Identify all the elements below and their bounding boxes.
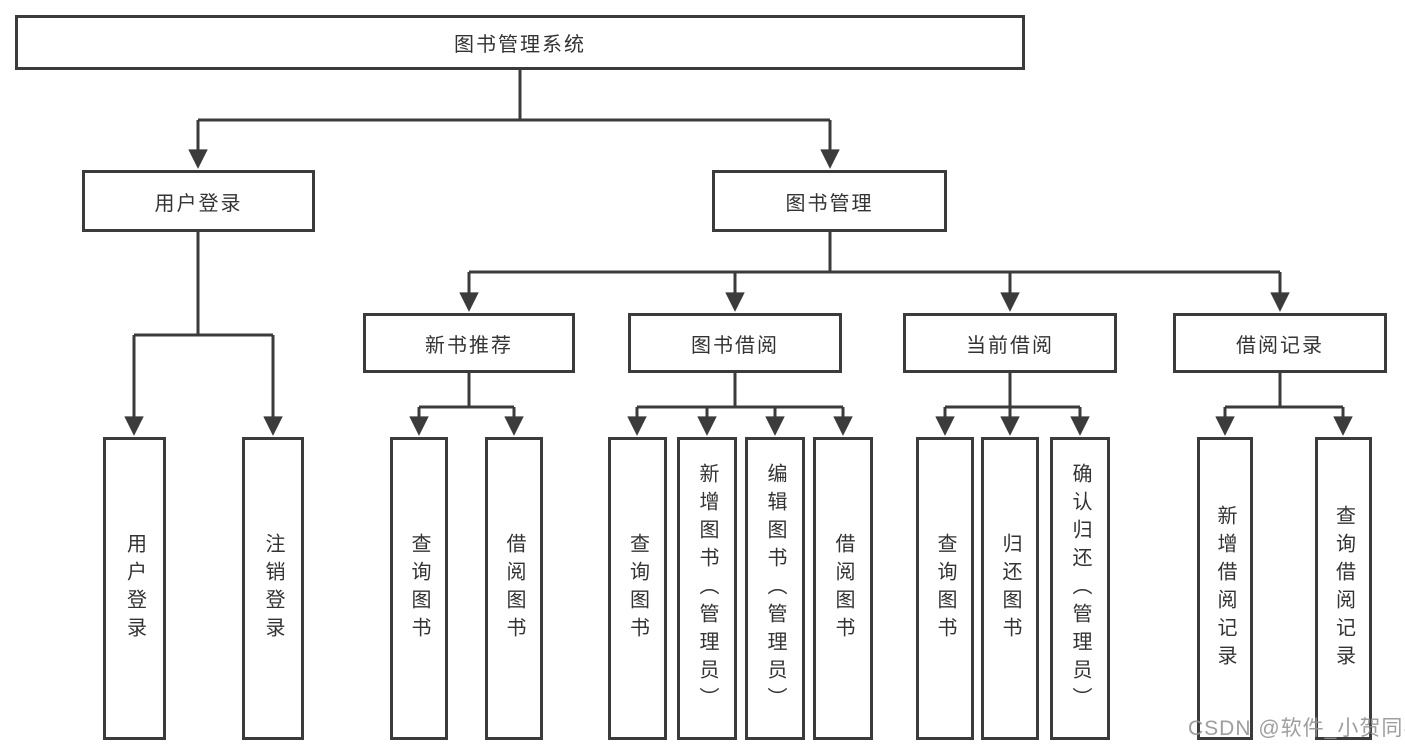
node-borrowing-records: 借阅记录 xyxy=(1173,313,1387,373)
node-label: 用户登录 xyxy=(154,192,243,215)
node-label: 注销登录 xyxy=(262,532,284,645)
node-label: 图书管理 xyxy=(785,192,874,215)
node-current-borrowing: 当前借阅 xyxy=(903,313,1117,373)
connector-user-login-trunk xyxy=(134,232,273,337)
leaf-borrow-books-borrowing: 借阅图书 xyxy=(813,437,873,740)
node-label: 图书管理系统 xyxy=(454,34,586,56)
connector-book-borrow-trunk xyxy=(637,372,843,409)
leaf-query-books-borrowing: 查询图书 xyxy=(608,437,667,740)
node-label: 新增借阅记录 xyxy=(1214,504,1236,673)
leaf-confirm-return-admin: 确认归还（管理员） xyxy=(1050,437,1110,740)
leaf-borrow-books-recommendation: 借阅图书 xyxy=(485,437,543,740)
node-label: 查询图书 xyxy=(408,532,430,645)
leaf-user-login: 用户登录 xyxy=(103,437,166,740)
leaf-add-books-admin: 新增图书（管理员） xyxy=(677,437,737,740)
node-label: 确认归还（管理员） xyxy=(1069,462,1091,715)
node-new-book-recommendation: 新书推荐 xyxy=(363,313,575,373)
leaf-add-borrowing-record: 新增借阅记录 xyxy=(1197,437,1253,740)
node-book-management: 图书管理 xyxy=(712,170,947,232)
node-label: 查询图书 xyxy=(626,532,649,645)
node-label: 编辑图书（管理员） xyxy=(764,462,786,715)
node-label: 新书推荐 xyxy=(425,334,513,357)
connector-book-mgmt-trunk xyxy=(469,232,1280,274)
leaf-query-books-recommendation: 查询图书 xyxy=(390,437,448,740)
leaf-query-borrowing-record: 查询借阅记录 xyxy=(1315,437,1372,740)
node-label: 借阅记录 xyxy=(1236,334,1324,357)
node-label: 查询借阅记录 xyxy=(1332,504,1355,673)
node-label: 用户登录 xyxy=(123,532,146,645)
leaf-query-books-current: 查询图书 xyxy=(916,437,974,740)
node-library-management-system: 图书管理系统 xyxy=(15,15,1025,70)
connector-root-trunk xyxy=(198,70,830,122)
leaf-logout: 注销登录 xyxy=(242,437,304,740)
node-book-borrowing: 图书借阅 xyxy=(628,313,842,373)
node-label: 新增图书（管理员） xyxy=(696,462,718,715)
connector-new-book-trunk xyxy=(419,372,514,409)
leaf-return-books: 归还图书 xyxy=(981,437,1039,740)
node-user-login: 用户登录 xyxy=(82,170,315,232)
connector-current-borrow-trunk xyxy=(945,372,1080,409)
csdn-watermark: CSDN @软件_小贺同学 xyxy=(1188,717,1405,740)
node-label: 借阅图书 xyxy=(503,532,525,645)
leaf-edit-books-admin: 编辑图书（管理员） xyxy=(745,437,805,740)
connector-borrow-record-trunk xyxy=(1225,372,1343,409)
node-label: 归还图书 xyxy=(999,532,1021,645)
node-label: 借阅图书 xyxy=(832,532,854,645)
node-label: 查询图书 xyxy=(934,532,956,645)
node-label: 当前借阅 xyxy=(966,334,1054,357)
node-label: 图书借阅 xyxy=(691,334,779,357)
